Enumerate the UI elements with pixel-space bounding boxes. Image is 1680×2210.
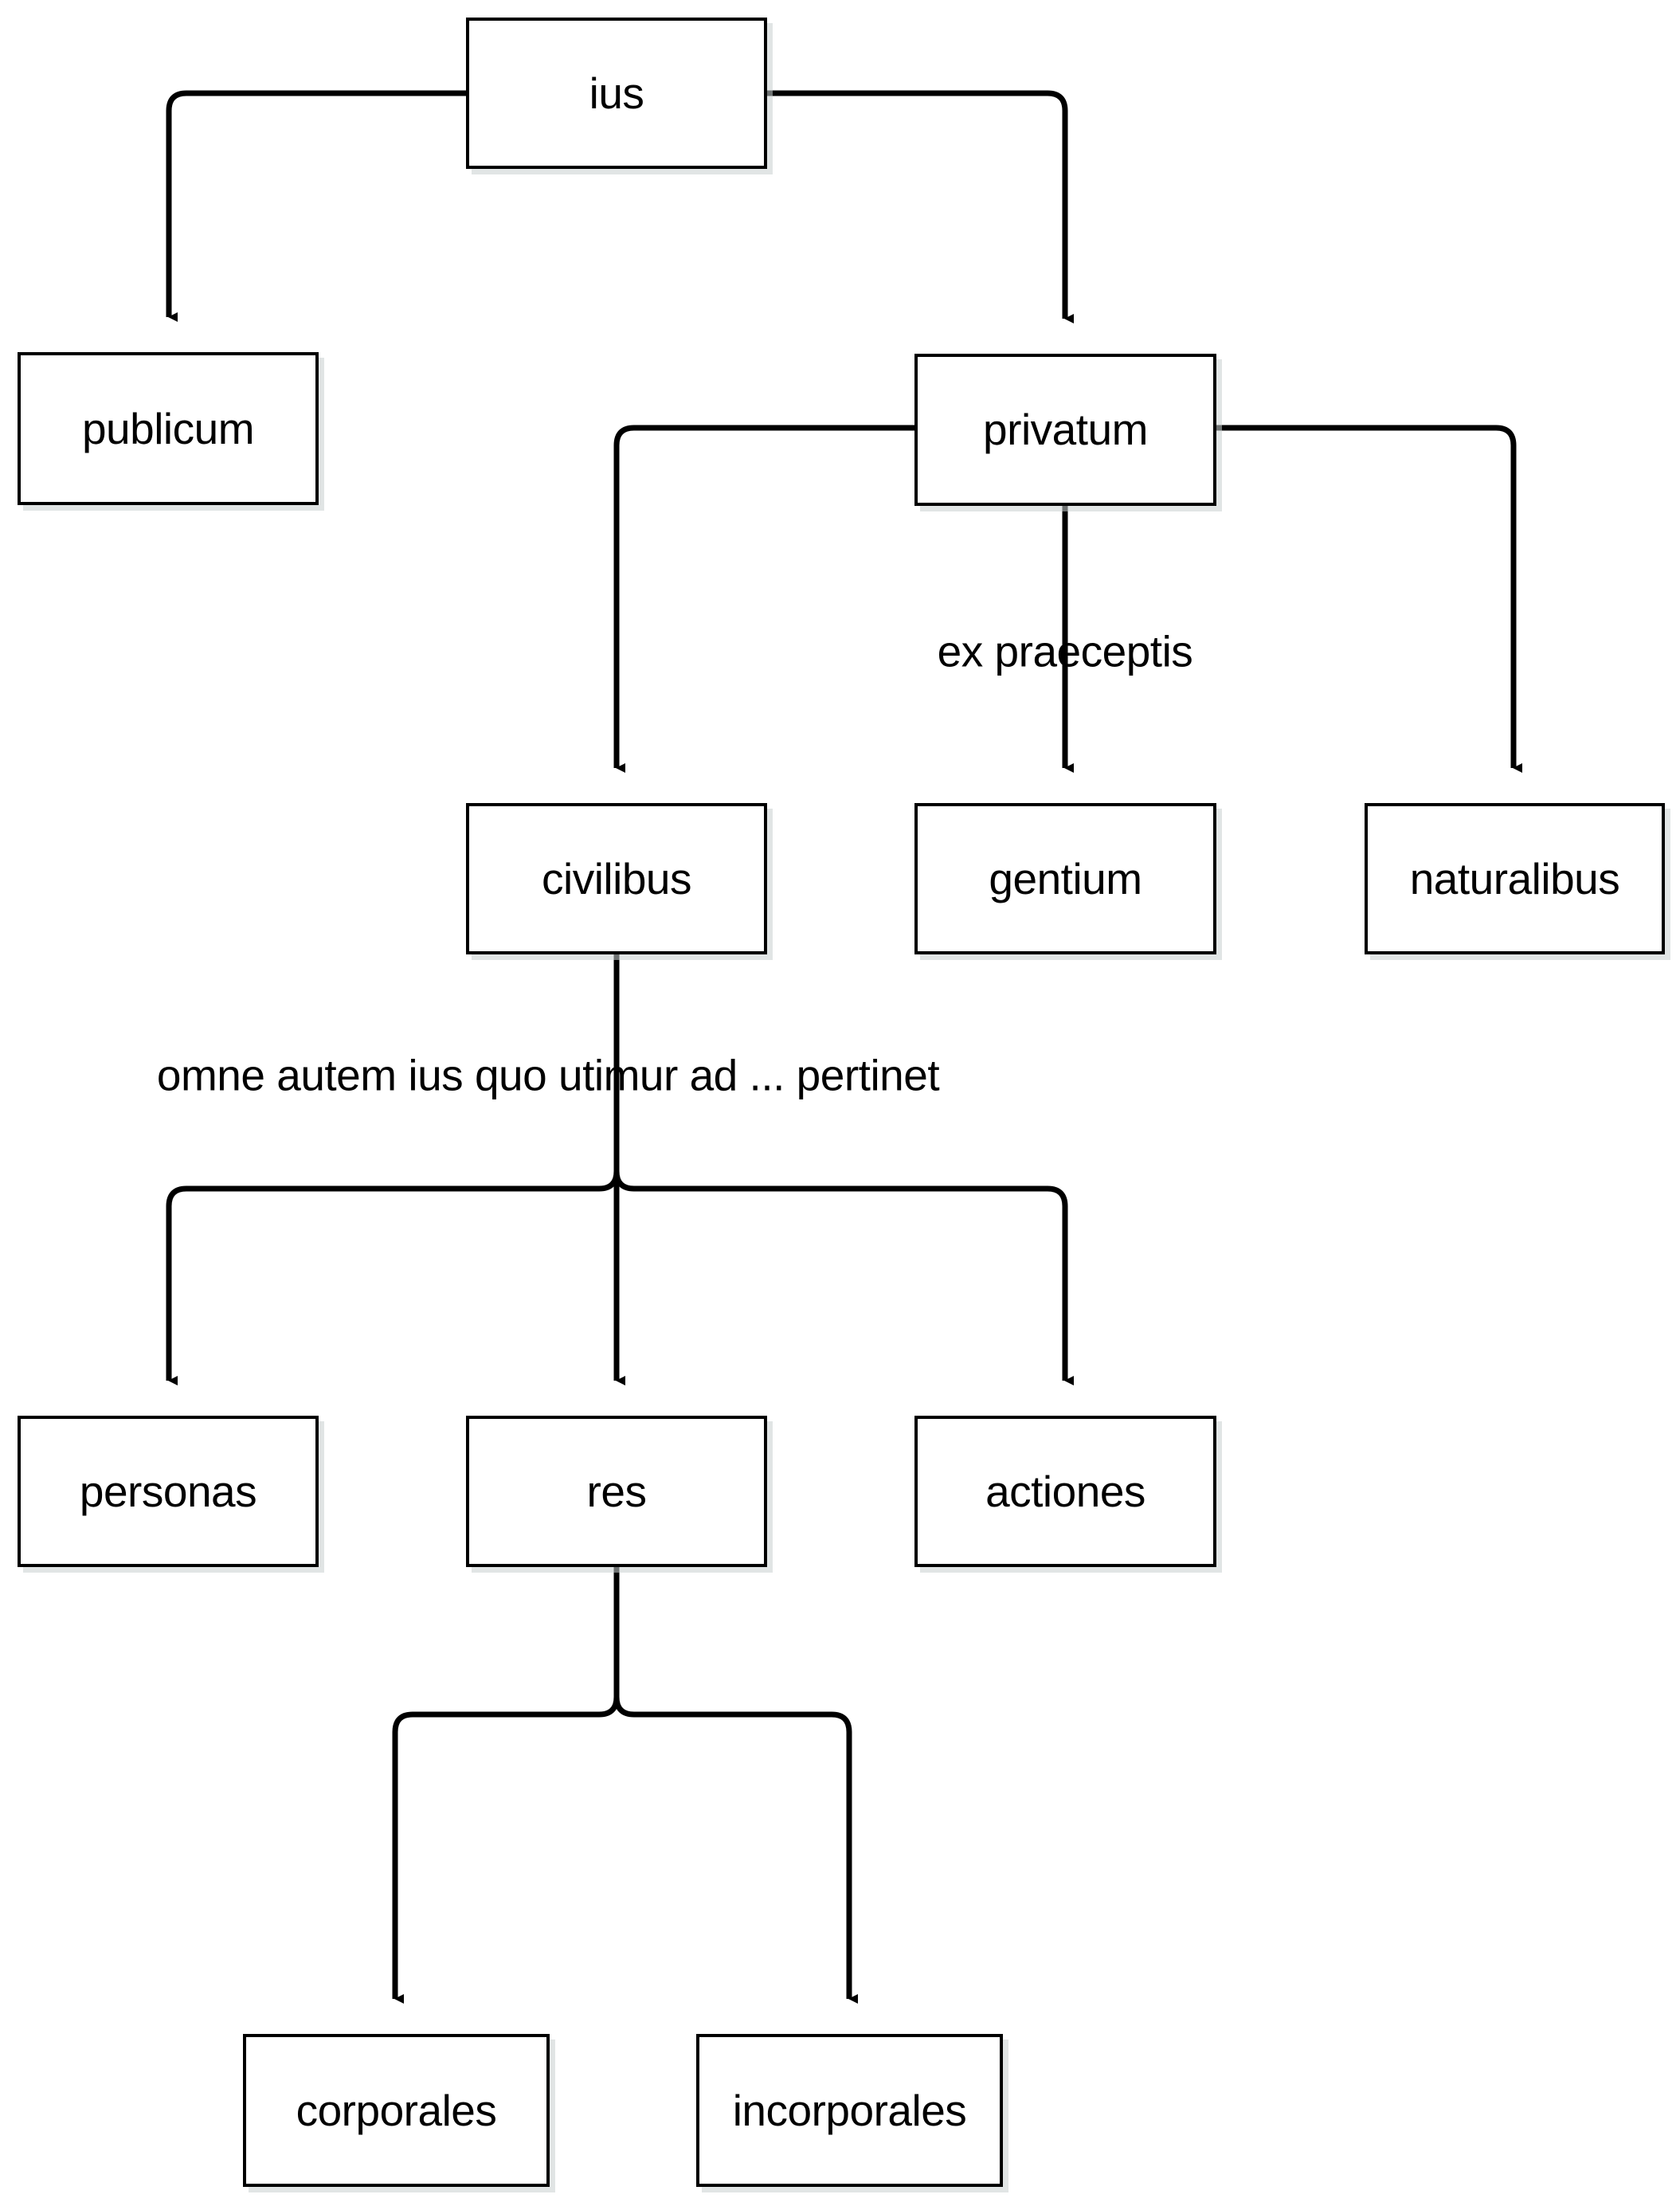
node-corporales[interactable]: corporales	[243, 2034, 550, 2187]
node-label-privatum: privatum	[983, 405, 1148, 454]
edge-ius-privatum	[767, 90, 1074, 323]
node-publicum[interactable]: publicum	[18, 352, 319, 505]
edge-privatum-civilibus	[613, 425, 914, 773]
node-naturalibus[interactable]: naturalibus	[1365, 803, 1665, 954]
edge-civilibus-personas	[166, 1170, 620, 1385]
node-label-publicum: publicum	[81, 403, 255, 453]
node-label-incorporales: incorporales	[732, 2085, 967, 2135]
node-actiones[interactable]: actiones	[914, 1416, 1216, 1567]
node-ius[interactable]: ius	[466, 18, 767, 169]
edge-label-omne-autem: omne autem ius quo utimur ad ... pertine…	[156, 1050, 940, 1100]
node-label-naturalibus: naturalibus	[1409, 853, 1620, 903]
node-label-res: res	[586, 1466, 647, 1516]
edge-res-incorporales	[613, 1696, 858, 2004]
node-res[interactable]: res	[466, 1416, 767, 1567]
node-label-gentium: gentium	[989, 853, 1142, 903]
edge-res-corporales	[392, 1696, 620, 2004]
node-label-civilibus: civilibus	[541, 853, 692, 903]
edge-ius-publicum	[166, 90, 466, 322]
edge-civilibus-actiones	[613, 1170, 1074, 1385]
edge-label-ex-praeceptis: ex praeceptis	[937, 626, 1193, 676]
node-privatum[interactable]: privatum	[914, 354, 1216, 506]
node-label-corporales: corporales	[296, 2085, 497, 2135]
node-personas[interactable]: personas	[18, 1416, 319, 1567]
node-incorporales[interactable]: incorporales	[696, 2034, 1003, 2187]
node-gentium[interactable]: gentium	[914, 803, 1216, 954]
node-label-ius: ius	[589, 68, 644, 118]
node-label-personas: personas	[79, 1466, 257, 1516]
node-civilibus[interactable]: civilibus	[466, 803, 767, 954]
node-label-actiones: actiones	[985, 1466, 1145, 1516]
edge-privatum-naturalibus	[1216, 425, 1522, 773]
